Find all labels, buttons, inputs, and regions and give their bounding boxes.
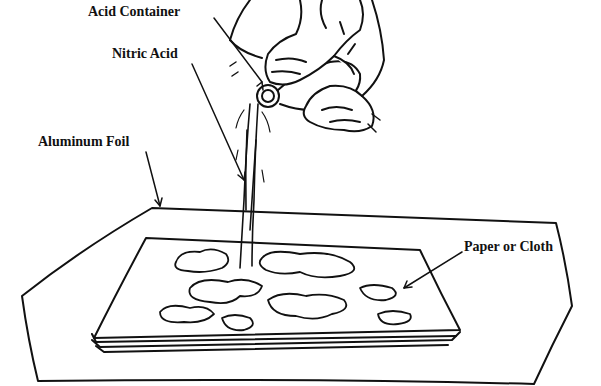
leader-lines [146,18,462,288]
hands [230,0,384,131]
part-label: Aluminum Foil [38,134,129,150]
part-label: Nitric Acid [112,46,178,62]
acid-puddles [160,249,411,330]
acid-stream [236,104,270,268]
part-label: Acid Container [88,4,180,20]
motion-marks [230,62,380,132]
part-label: Paper or Cloth [464,239,553,255]
paper-stack [94,238,460,338]
stack-layer [96,345,448,352]
foil-sheet [22,208,572,384]
